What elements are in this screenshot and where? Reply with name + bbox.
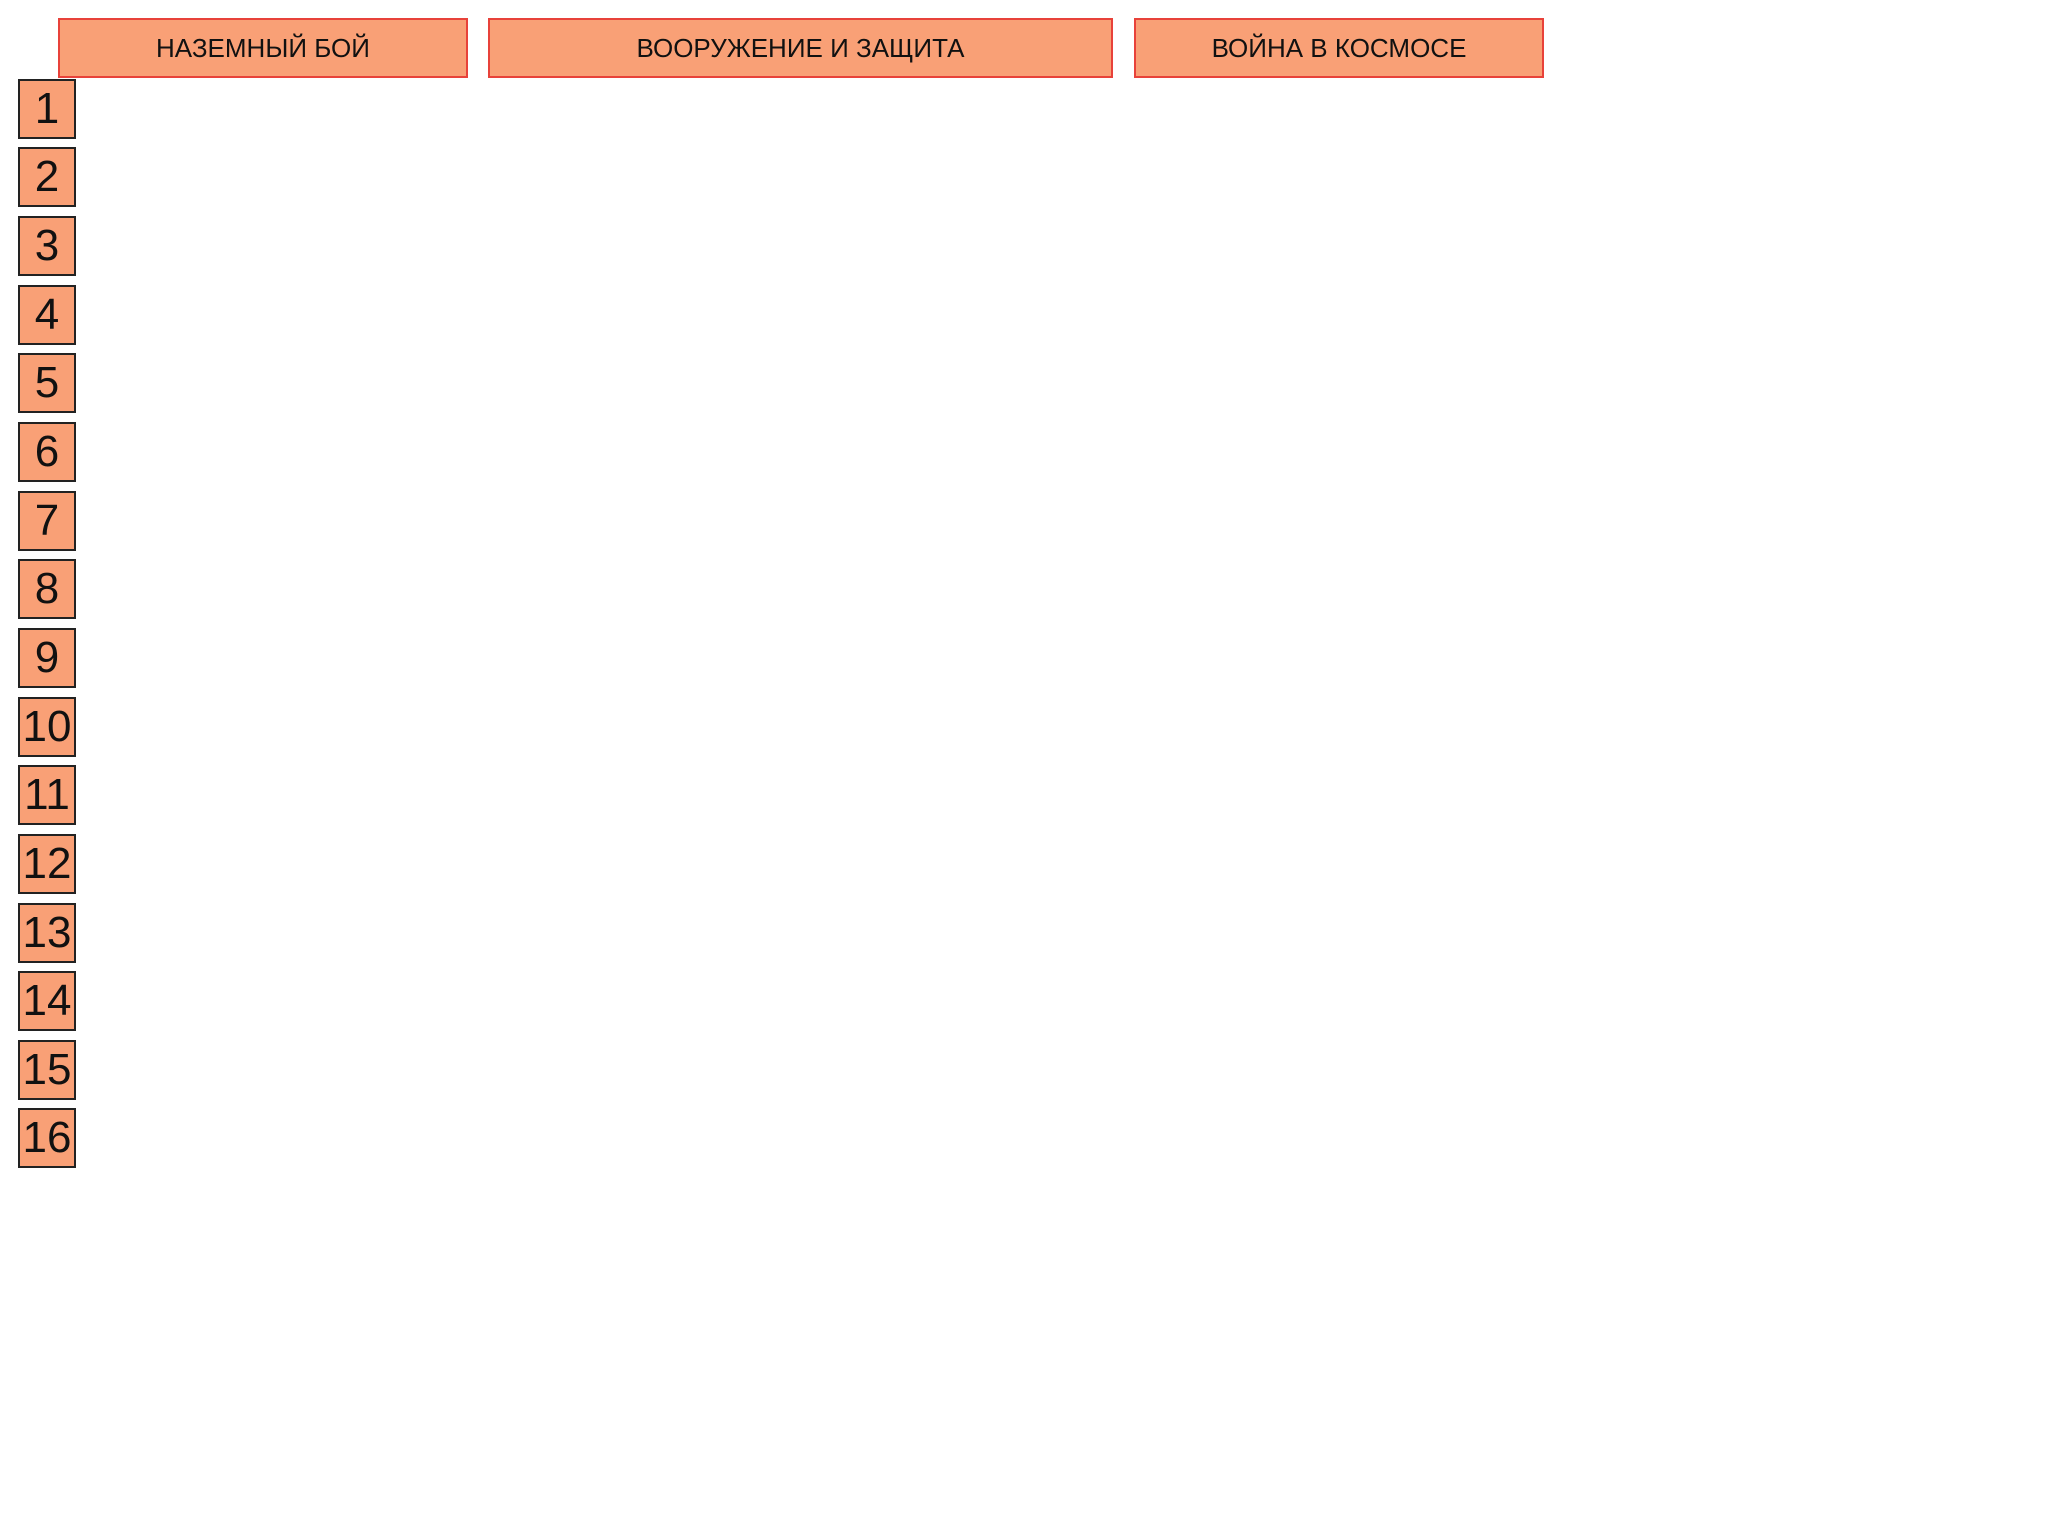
tier-label: 7 [18,491,76,551]
tier-label: 2 [18,147,76,207]
column-header-ground: НАЗЕМНЫЙ БОЙ [58,18,468,78]
tier-label: 5 [18,353,76,413]
column-header-space: ВОЙНА В КОСМОСЕ [1134,18,1544,78]
tier-label: 14 [18,971,76,1031]
tier-label: 4 [18,285,76,345]
tier-label: 16 [18,1108,76,1168]
column-header-arms: ВООРУЖЕНИЕ И ЗАЩИТА [488,18,1113,78]
tier-label: 12 [18,834,76,894]
tier-label: 1 [18,79,76,139]
tier-label: 6 [18,422,76,482]
tier-label: 8 [18,559,76,619]
tier-label: 9 [18,628,76,688]
tier-label: 11 [18,765,76,825]
tier-label: 15 [18,1040,76,1100]
tier-label: 13 [18,903,76,963]
tier-label: 10 [18,697,76,757]
tier-label: 3 [18,216,76,276]
